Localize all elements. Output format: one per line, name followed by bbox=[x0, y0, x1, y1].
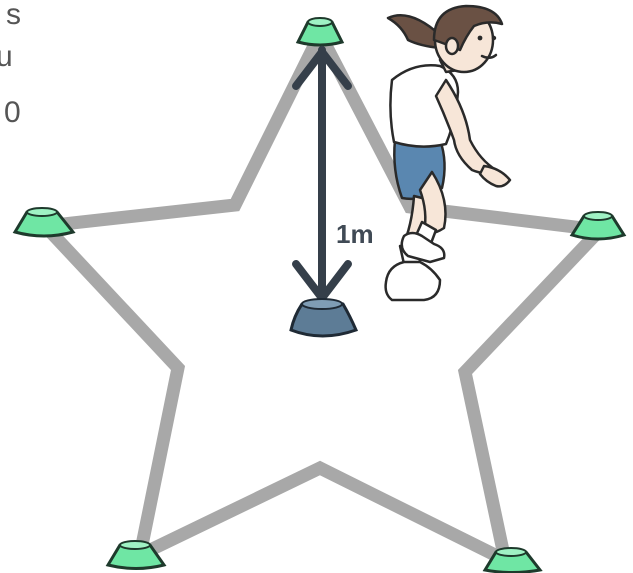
green-cone-left bbox=[15, 208, 73, 236]
distance-label: 1m bbox=[336, 219, 374, 249]
girl-jogging-illustration bbox=[386, 6, 510, 300]
green-cone-top bbox=[298, 18, 342, 45]
double-arrow-icon bbox=[296, 50, 348, 300]
green-cone-right bbox=[572, 212, 624, 239]
center-cone-icon bbox=[291, 299, 356, 336]
